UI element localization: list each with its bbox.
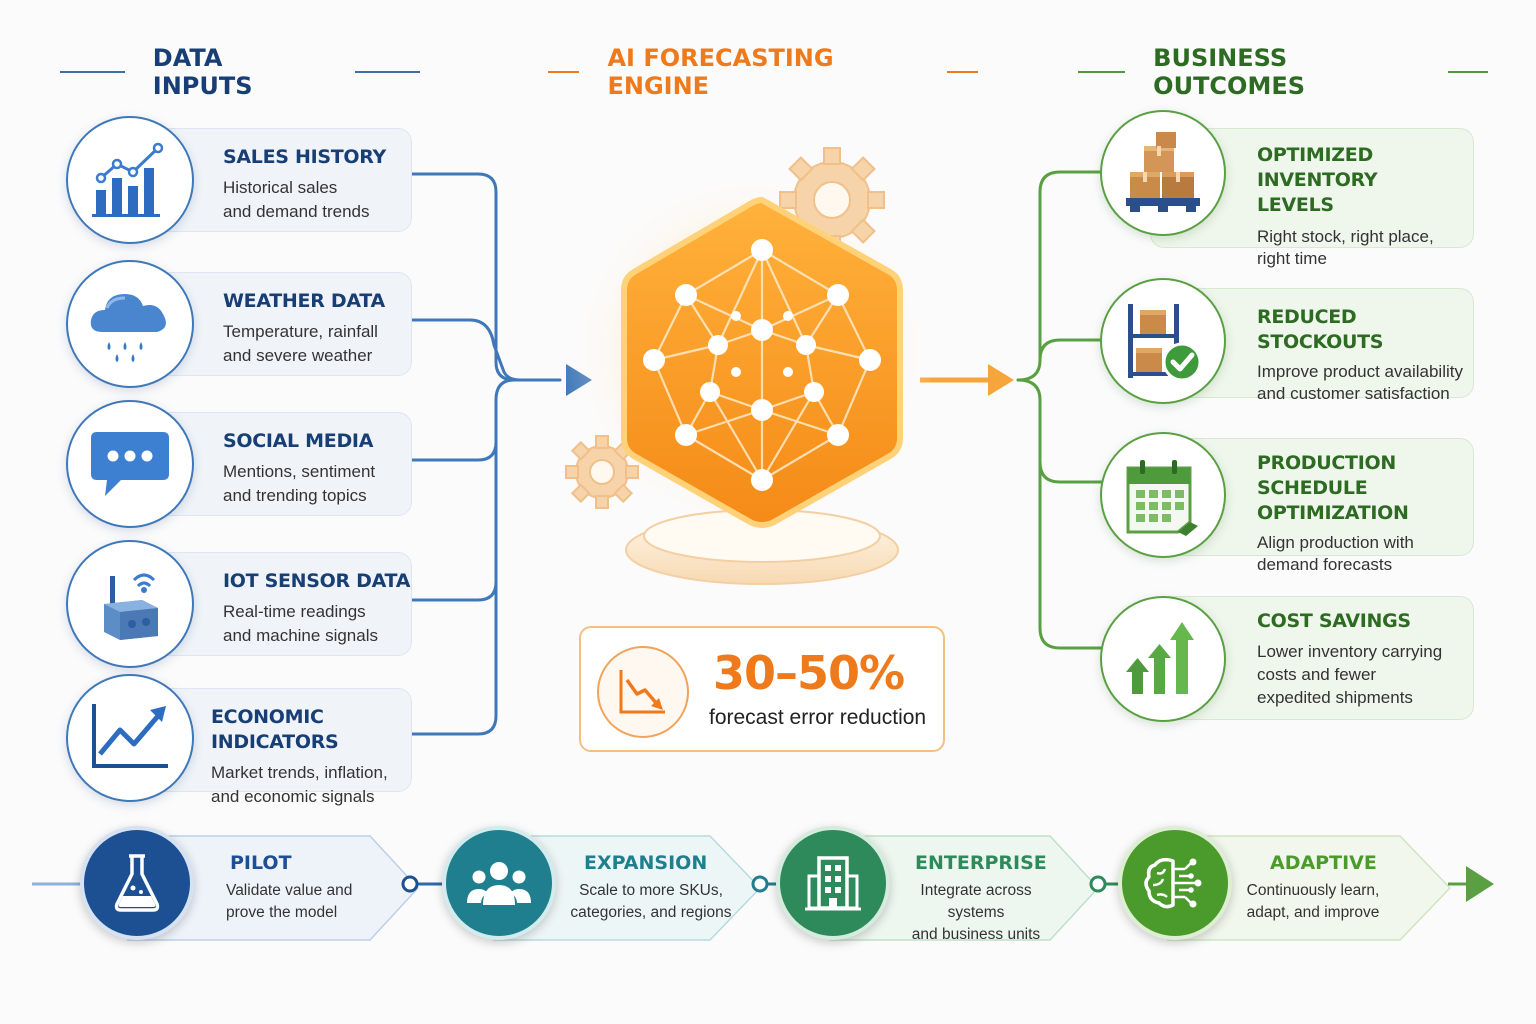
header-rule xyxy=(946,71,978,73)
header-rule xyxy=(1078,71,1126,73)
outcome-title: COST SAVINGS xyxy=(1257,610,1411,632)
iot-sensor-icon xyxy=(66,540,194,668)
metric-label: forecast error reduction xyxy=(709,706,927,729)
outcome-title: PRODUCTION SCHEDULE OPTIMIZATION xyxy=(1257,452,1409,524)
metric-box: 30–50% forecast error reduction xyxy=(579,626,945,752)
phase-desc-adaptive: Continuously learn, adapt, and improve xyxy=(1246,882,1380,921)
header-rule xyxy=(1448,71,1488,73)
growth-arrows-icon xyxy=(1100,596,1226,722)
brain-circuit-icon xyxy=(1118,826,1232,940)
input-title: IOT SENSOR DATA xyxy=(223,570,411,592)
header-rule xyxy=(60,71,125,73)
team-icon xyxy=(442,826,556,940)
metric-value: 30–50% xyxy=(713,646,905,700)
input-desc: Market trends, inflation, and economic s… xyxy=(211,763,388,806)
outcome-desc: Align production with demand forecasts xyxy=(1257,533,1414,574)
outcome-desc: Lower inventory carrying costs and fewer… xyxy=(1257,642,1443,707)
calendar-icon xyxy=(1100,432,1226,558)
flask-icon xyxy=(80,826,194,940)
input-title: SALES HISTORY xyxy=(223,146,386,168)
shelf-check-icon xyxy=(1100,278,1226,404)
rain-cloud-icon xyxy=(66,260,194,388)
phase-title-expansion: EXPANSION xyxy=(584,852,708,874)
input-desc: Real-time readings and machine signals xyxy=(223,602,378,645)
phase-desc-pilot: Validate value and prove the model xyxy=(226,882,353,921)
outcome-desc: Improve product availability and custome… xyxy=(1257,362,1463,403)
phase-title-adaptive: ADAPTIVE xyxy=(1270,852,1377,874)
input-title: SOCIAL MEDIA xyxy=(223,430,374,452)
input-title: WEATHER DATA xyxy=(223,290,385,312)
input-desc: Historical sales and demand trends xyxy=(223,178,370,221)
chat-bubble-icon xyxy=(66,400,194,528)
phase-title-pilot: PILOT xyxy=(230,852,292,874)
phase-desc-expansion: Scale to more SKUs, categories, and regi… xyxy=(570,882,732,921)
header-rule xyxy=(548,71,580,73)
header-data-inputs: DATA INPUTS xyxy=(60,44,421,100)
outcome-desc: Right stock, right place, right time xyxy=(1257,227,1434,268)
outcome-title: REDUCED STOCKOUTS xyxy=(1257,306,1384,353)
phase-desc-enterprise: Integrate across systems and business un… xyxy=(911,882,1041,943)
building-icon xyxy=(776,826,890,940)
neural-network-icon xyxy=(560,147,930,585)
header-outcomes-label: BUSINESS OUTCOMES xyxy=(1153,44,1306,100)
bar-chart-icon xyxy=(66,116,194,244)
boxes-pallet-icon xyxy=(1100,110,1226,236)
outcome-title: OPTIMIZED INVENTORY LEVELS xyxy=(1257,144,1378,216)
header-rule xyxy=(355,71,421,73)
input-desc: Mentions, sentiment and trending topics xyxy=(223,462,376,505)
header-inputs-label: DATA INPUTS xyxy=(152,44,253,100)
header-business-outcomes: BUSINESS OUTCOMES xyxy=(1078,44,1488,100)
trend-down-icon xyxy=(597,646,689,738)
header-ai-engine: AI FORECASTING ENGINE xyxy=(548,44,978,100)
phase-title-enterprise: ENTERPRISE xyxy=(915,852,1047,874)
input-desc: Temperature, rainfall and severe weather xyxy=(223,322,378,365)
input-card-weather-data: WEATHER DATA Temperature, rainfall and s… xyxy=(150,272,412,376)
input-title: ECONOMIC INDICATORS xyxy=(211,706,339,753)
trend-line-icon xyxy=(66,674,194,802)
header-engine-label: AI FORECASTING ENGINE xyxy=(607,44,834,100)
